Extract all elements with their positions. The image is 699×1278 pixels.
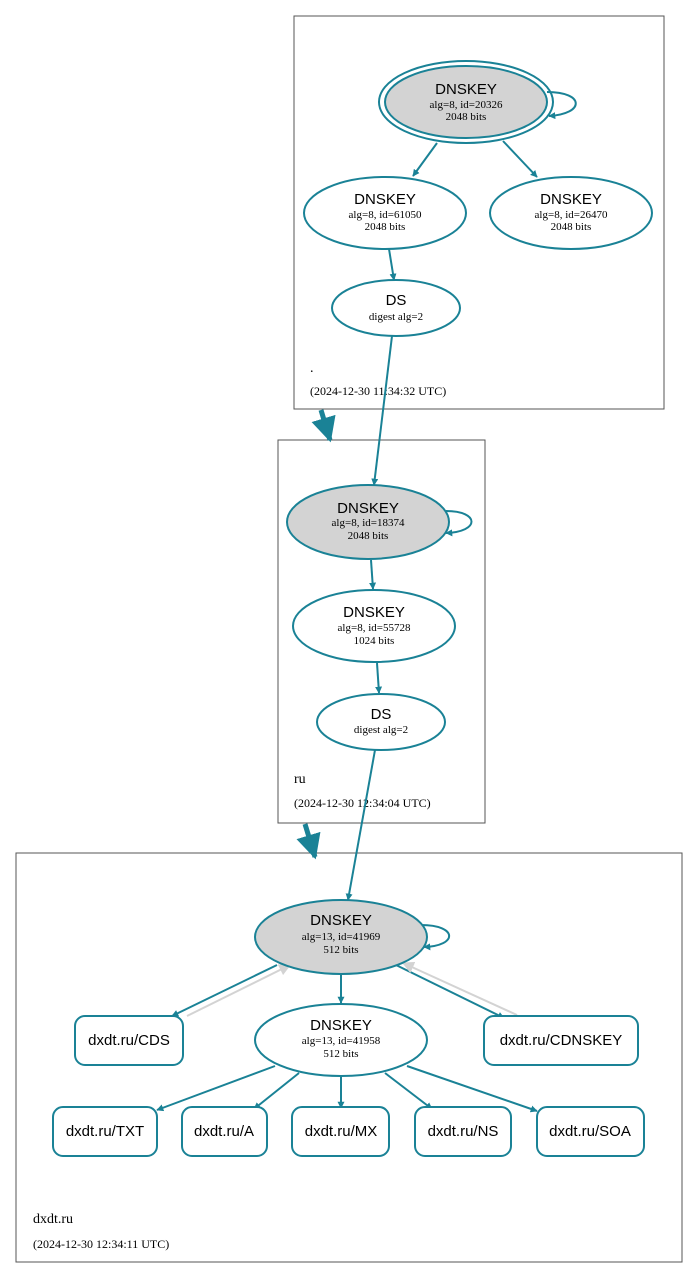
rr-cdnskey-node: dxdt.ru/CDNSKEY (483, 1015, 639, 1066)
edge-ru-zsk-ds (375, 662, 383, 694)
rr-mx-node: dxdt.ru/MX (291, 1106, 390, 1157)
dxdt-zsk-type: DNSKEY (310, 1017, 372, 1034)
root-zsk2-alg: alg=8, id=26470 (535, 209, 608, 221)
root-zsk1-type: DNSKEY (354, 191, 416, 208)
rr-txt-node: dxdt.ru/TXT (52, 1106, 158, 1157)
dxdt-ksk-type: DNSKEY (310, 912, 372, 929)
zone-dxdt-name: dxdt.ru (33, 1212, 73, 1227)
edge-ru-ds-ksk (371, 335, 393, 486)
root-zsk1-node: DNSKEY alg=8, id=61050 2048 bits (303, 176, 467, 250)
edge-ru-ksk-zsk (369, 559, 377, 590)
root-ksk-node: DNSKEY alg=8, id=20326 2048 bits (378, 60, 554, 144)
dxdt-zsk-alg: alg=13, id=41958 (302, 1035, 381, 1047)
dxdt-ksk-node: DNSKEY alg=13, id=41969 512 bits (254, 899, 428, 975)
edge-zsk-soa (406, 1065, 538, 1113)
zone-root-name: . (310, 361, 314, 376)
dxdt-zsk-node: DNSKEY alg=13, id=41958 512 bits (254, 1003, 428, 1077)
edge-cds-ksk (186, 964, 292, 1017)
edge-root-ksk-zsk1 (412, 142, 438, 177)
edge-dxdt-ds-ksk (345, 749, 376, 901)
rr-cds-node: dxdt.ru/CDS (74, 1015, 184, 1066)
rr-a-label: dxdt.ru/A (194, 1123, 254, 1140)
root-zsk2-bits: 2048 bits (551, 221, 592, 233)
root-ksk-type: DNSKEY (435, 81, 497, 98)
dxdt-ksk-bits: 512 bits (323, 944, 358, 956)
edge-dxdt-ksk-self (420, 924, 451, 951)
root-zsk1-bits: 2048 bits (365, 221, 406, 233)
delegation-arrow-root-ru (311, 409, 336, 443)
zone-dxdt-timestamp: (2024-12-30 12:34:11 UTC) (33, 1237, 169, 1251)
dxdt-ds-node: DS digest alg=2 (316, 693, 446, 751)
ru-zsk-type: DNSKEY (343, 604, 405, 621)
zone-ru-name: ru (294, 772, 306, 787)
zone-ru-timestamp: (2024-12-30 12:34:04 UTC) (294, 796, 431, 810)
dxdt-ds-digest: digest alg=2 (354, 724, 408, 736)
edge-dxdt-ksk-cds (171, 964, 278, 1017)
root-zsk2-node: DNSKEY alg=8, id=26470 2048 bits (489, 176, 653, 250)
edge-root-ksk-self (546, 91, 577, 120)
edge-dxdt-ksk-cdnskey (395, 964, 505, 1019)
ru-ksk-type: DNSKEY (337, 500, 399, 517)
ru-ksk-node: DNSKEY alg=8, id=18374 2048 bits (286, 484, 450, 560)
rr-txt-label: dxdt.ru/TXT (66, 1123, 144, 1140)
root-ksk-bits: 2048 bits (446, 111, 487, 123)
rr-cds-label: dxdt.ru/CDS (88, 1032, 170, 1049)
rr-cdnskey-label: dxdt.ru/CDNSKEY (500, 1032, 623, 1049)
ru-ds-type: DS (386, 292, 407, 309)
delegation-arrow-ru-dxdt (296, 823, 321, 860)
edge-zsk-a (253, 1072, 300, 1110)
rr-mx-label: dxdt.ru/MX (305, 1123, 378, 1140)
edge-zsk-ns (384, 1072, 433, 1110)
edge-root-zsk1-ds (388, 248, 397, 281)
ru-ds-digest: digest alg=2 (369, 311, 423, 323)
edge-zsk-txt (156, 1065, 276, 1112)
root-ksk-alg: alg=8, id=20326 (430, 99, 503, 111)
ru-zsk-bits: 1024 bits (354, 635, 395, 647)
root-zsk2-type: DNSKEY (540, 191, 602, 208)
dxdt-ds-type: DS (371, 706, 392, 723)
dxdt-zsk-bits: 512 bits (323, 1048, 358, 1060)
ru-zsk-node: DNSKEY alg=8, id=55728 1024 bits (292, 589, 456, 663)
rr-soa-label: dxdt.ru/SOA (549, 1123, 631, 1140)
ru-ksk-bits: 2048 bits (348, 530, 389, 542)
rr-soa-node: dxdt.ru/SOA (536, 1106, 645, 1157)
rr-ns-label: dxdt.ru/NS (428, 1123, 499, 1140)
rr-ns-node: dxdt.ru/NS (414, 1106, 512, 1157)
ru-zsk-alg: alg=8, id=55728 (338, 622, 411, 634)
edge-ru-ksk-self (445, 510, 473, 537)
rr-a-node: dxdt.ru/A (181, 1106, 268, 1157)
edge-cdnskey-ksk (401, 962, 518, 1016)
zone-root-timestamp: (2024-12-30 11:34:32 UTC) (310, 384, 446, 398)
ru-ksk-alg: alg=8, id=18374 (332, 517, 405, 529)
ru-ds-node: DS digest alg=2 (331, 279, 461, 337)
root-zsk1-alg: alg=8, id=61050 (349, 209, 422, 221)
edge-root-ksk-zsk2 (502, 140, 538, 178)
dxdt-ksk-alg: alg=13, id=41969 (302, 931, 381, 943)
